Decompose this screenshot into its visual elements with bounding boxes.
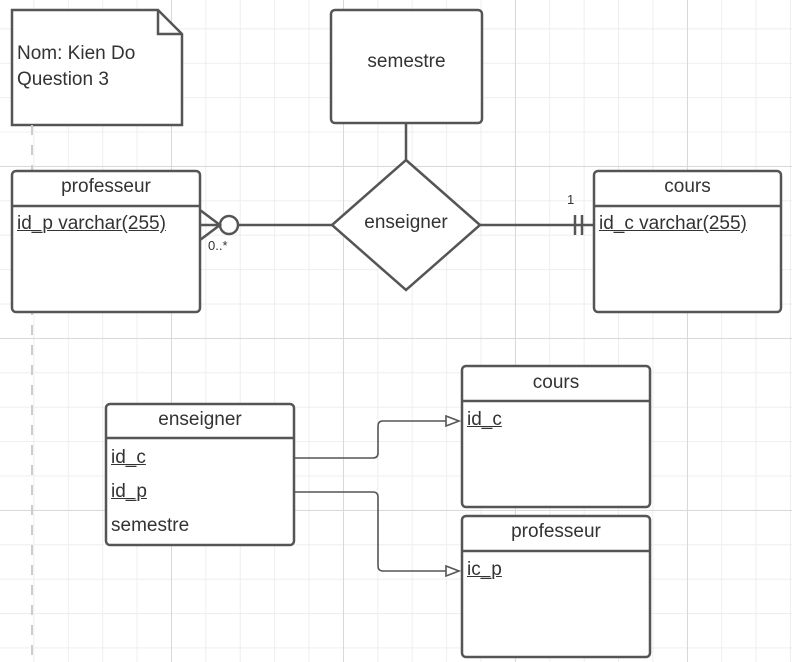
arrowhead-icon (445, 414, 462, 428)
cardinality-one: 1 (567, 192, 575, 207)
fk-id_p-arrow (294, 491, 446, 572)
enseigner-label: enseigner (364, 212, 448, 233)
cours-table-title: cours (532, 372, 580, 393)
semestre-label: semestre (367, 51, 446, 72)
note-fold (156, 10, 182, 36)
crows-foot-icon (199, 209, 223, 241)
cours-attr: id_c varchar(255) (599, 213, 747, 234)
professeur-table-field: ic_p (467, 559, 502, 580)
professeur-attr: id_p varchar(255) (17, 213, 166, 234)
enseigner-field-id_c: id_c (111, 447, 146, 468)
cours-table-field: id_c (467, 409, 502, 430)
enseigner-diamond[interactable] (330, 158, 482, 292)
arrowhead-icon (445, 564, 462, 578)
fk-id_c-arrow (294, 420, 446, 459)
professeur-title: professeur (61, 176, 151, 197)
enseigner-field-semestre: semestre (111, 515, 190, 536)
note-author: Nom: Kien Do (17, 43, 136, 64)
note-question: Question 3 (17, 69, 109, 90)
professeur-table-title: professeur (511, 521, 601, 542)
note-shape[interactable] (10, 8, 184, 127)
zero-or-many-circle (218, 214, 240, 236)
cours-title: cours (664, 176, 711, 197)
enseigner-table-title: enseigner (158, 409, 242, 430)
enseigner-field-id_p: id_p (111, 481, 147, 502)
cardinality-zero-many: 0..* (208, 238, 228, 253)
